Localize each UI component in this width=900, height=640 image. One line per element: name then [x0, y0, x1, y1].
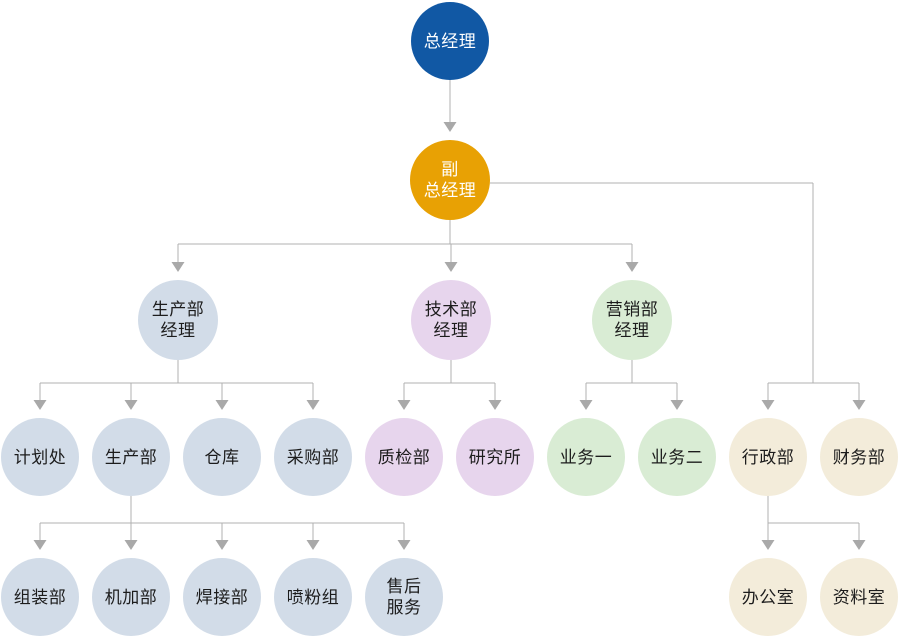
arrowhead-icon: [670, 400, 684, 410]
org-node-planning-office: 计划处: [1, 418, 79, 496]
org-node-sales-one: 业务一: [547, 418, 625, 496]
arrowhead-icon: [852, 400, 866, 410]
org-node-label: 机加部: [104, 587, 158, 607]
org-node-warehouse: 仓库: [183, 418, 261, 496]
org-node-general-manager: 总经理: [411, 2, 489, 80]
org-node-label: 焊接部: [195, 587, 249, 607]
arrowhead-icon: [215, 400, 229, 410]
arrowhead-icon: [488, 400, 502, 410]
org-node-office: 办公室: [729, 558, 807, 636]
org-node-sales-two: 业务二: [638, 418, 716, 496]
org-node-label: 总经理: [423, 31, 477, 51]
org-node-admin-dept: 行政部: [729, 418, 807, 496]
org-node-label: 办公室: [741, 587, 795, 607]
arrowhead-icon: [443, 122, 457, 132]
org-node-label: 仓库: [204, 447, 240, 467]
org-node-technology-manager: 技术部 经理: [411, 280, 491, 360]
arrowhead-icon: [761, 540, 775, 550]
org-node-label: 业务二: [650, 447, 704, 467]
org-node-label: 研究所: [468, 447, 522, 467]
arrowhead-icon: [171, 262, 185, 272]
org-node-label: 生产部 经理: [151, 300, 205, 340]
arrowhead-icon: [397, 400, 411, 410]
org-node-label: 售后 服务: [386, 577, 422, 617]
org-node-label: 计划处: [13, 447, 67, 467]
org-node-powder-coating-team: 喷粉组: [274, 558, 352, 636]
org-node-label: 组装部: [13, 587, 67, 607]
arrowhead-icon: [761, 400, 775, 410]
org-node-label: 财务部: [832, 447, 886, 467]
org-node-label: 资料室: [832, 587, 886, 607]
org-node-marketing-manager: 营销部 经理: [592, 280, 672, 360]
arrowhead-icon: [625, 262, 639, 272]
org-node-production-manager: 生产部 经理: [138, 280, 218, 360]
arrowhead-icon: [306, 540, 320, 550]
org-node-label: 喷粉组: [286, 587, 340, 607]
org-node-label: 营销部 经理: [605, 300, 659, 340]
arrowhead-icon: [397, 540, 411, 550]
arrowhead-icon: [306, 400, 320, 410]
org-node-welding-dept: 焊接部: [183, 558, 261, 636]
arrowhead-icon: [33, 400, 47, 410]
org-node-label: 副 总经理: [423, 160, 477, 200]
arrowhead-icon: [124, 540, 138, 550]
org-node-label: 采购部: [286, 447, 340, 467]
org-node-machining-dept: 机加部: [92, 558, 170, 636]
org-node-research-institute: 研究所: [456, 418, 534, 496]
arrowhead-icon: [215, 540, 229, 550]
arrowhead-icon: [579, 400, 593, 410]
org-node-production-dept: 生产部: [92, 418, 170, 496]
org-node-label: 业务一: [559, 447, 613, 467]
org-node-archives-room: 资料室: [820, 558, 898, 636]
org-node-label: 生产部: [104, 447, 158, 467]
org-node-finance-dept: 财务部: [820, 418, 898, 496]
org-node-quality-inspection-dept: 质检部: [365, 418, 443, 496]
arrowhead-icon: [444, 262, 458, 272]
arrowhead-icon: [33, 540, 47, 550]
arrowhead-icon: [852, 540, 866, 550]
org-node-assembly-dept: 组装部: [1, 558, 79, 636]
org-node-label: 技术部 经理: [424, 300, 478, 340]
arrowhead-icon: [124, 400, 138, 410]
org-node-label: 质检部: [377, 447, 431, 467]
org-node-purchasing-dept: 采购部: [274, 418, 352, 496]
org-node-deputy-general-manager: 副 总经理: [410, 140, 490, 220]
org-node-after-sales-service: 售后 服务: [365, 558, 443, 636]
org-node-label: 行政部: [741, 447, 795, 467]
